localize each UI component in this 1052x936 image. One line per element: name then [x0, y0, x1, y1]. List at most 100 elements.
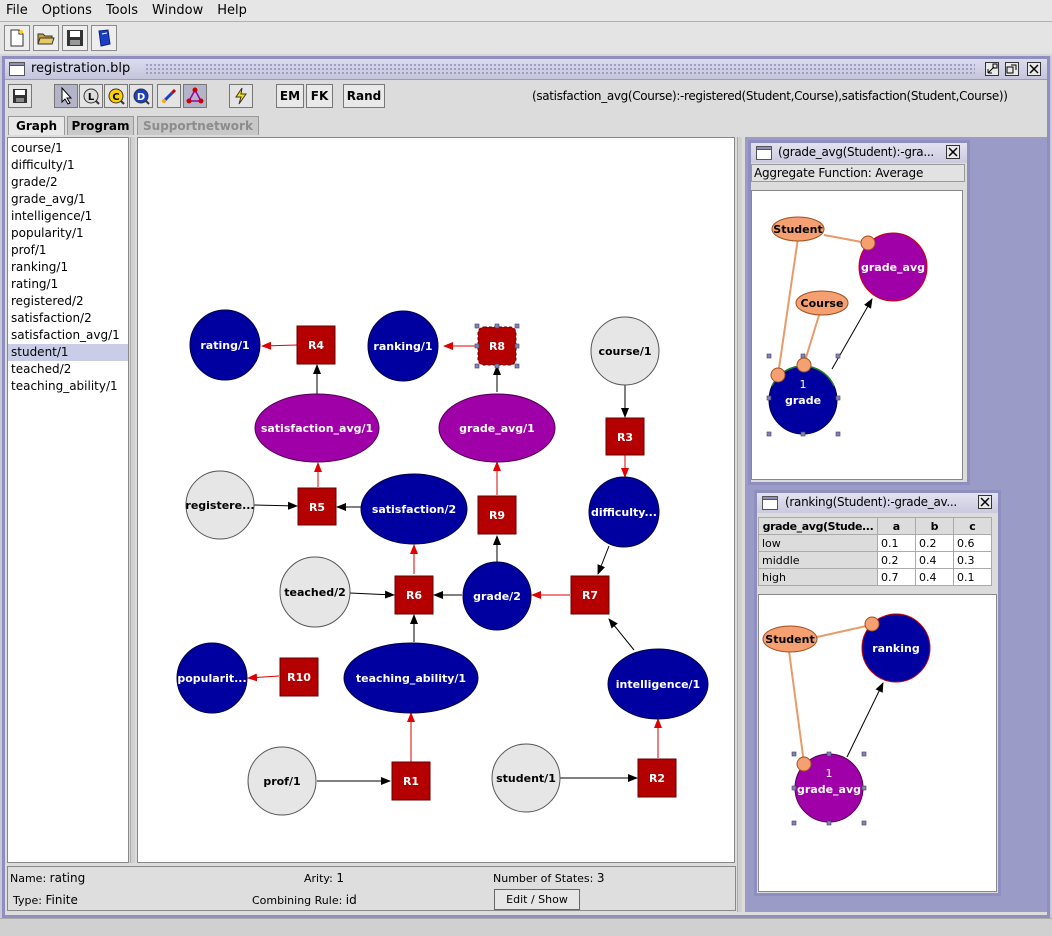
frame-title-bar[interactable]: registration.blp: [5, 59, 1047, 80]
node-student-var[interactable]: Student: [762, 625, 818, 653]
selection-handles[interactable]: [791, 751, 867, 826]
port-handle[interactable]: [796, 756, 812, 772]
node-r8-selected[interactable]: R8: [474, 323, 520, 369]
menu-options[interactable]: Options: [41, 3, 92, 18]
node-r4[interactable]: R4: [296, 325, 336, 365]
table-cell[interactable]: 0.1: [877, 534, 916, 552]
port-handle[interactable]: [770, 367, 786, 383]
tab-graph[interactable]: Graph: [8, 116, 65, 135]
node-r7[interactable]: R7: [570, 575, 610, 615]
list-item[interactable]: grade/2: [11, 175, 58, 189]
table-cell[interactable]: 0.2: [915, 534, 954, 552]
aggregate-window-title-bar[interactable]: (grade_avg(Student):-gra...: [751, 143, 967, 163]
menu-help[interactable]: Help: [217, 3, 247, 18]
tab-supportnetwork[interactable]: Supportnetwork: [137, 116, 259, 135]
node-intelligence[interactable]: intelligence/1: [607, 648, 709, 720]
column-header[interactable]: c: [953, 517, 992, 535]
node-r2[interactable]: R2: [637, 758, 677, 798]
column-header[interactable]: b: [915, 517, 954, 535]
open-file-button[interactable]: [33, 25, 59, 51]
list-item[interactable]: ranking/1: [11, 260, 69, 274]
minimize-button[interactable]: [985, 62, 999, 76]
node-course[interactable]: course/1: [590, 316, 660, 386]
node-r3[interactable]: R3: [605, 417, 645, 456]
port-handle[interactable]: [864, 616, 880, 632]
split-divider[interactable]: [130, 137, 135, 863]
node-course-var[interactable]: Course: [795, 290, 849, 316]
port-handle[interactable]: [860, 235, 876, 251]
list-item[interactable]: grade_avg/1: [11, 192, 86, 206]
save-graph-button[interactable]: [8, 84, 32, 108]
tab-program[interactable]: Program: [67, 116, 134, 135]
edit-show-button[interactable]: Edit / Show: [494, 889, 580, 910]
table-cell[interactable]: 0.2: [877, 551, 916, 569]
right-split-divider[interactable]: [737, 137, 742, 912]
book-button[interactable]: [91, 25, 117, 51]
selection-handles[interactable]: [474, 323, 520, 369]
select-tool-button[interactable]: [54, 84, 78, 108]
node-grade-avg[interactable]: grade_avg/1: [438, 393, 556, 463]
list-item-selected[interactable]: student/1: [8, 344, 128, 361]
list-item[interactable]: registered/2: [11, 294, 84, 308]
new-file-button[interactable]: [4, 25, 30, 51]
table-cell[interactable]: 0.3: [953, 551, 992, 569]
list-item[interactable]: difficulty/1: [11, 158, 75, 172]
graph-canvas[interactable]: rating/1 R4 ranking/1 R8 course/1 satisf…: [137, 137, 735, 863]
node-r1[interactable]: R1: [391, 761, 431, 801]
close-button[interactable]: [1027, 62, 1041, 76]
node-r9[interactable]: R9: [477, 495, 517, 535]
node-student[interactable]: student/1: [491, 743, 561, 813]
table-cell[interactable]: 0.4: [915, 551, 954, 569]
logical-node-tool-button[interactable]: L: [79, 84, 103, 108]
node-popularity[interactable]: popularit...: [176, 642, 248, 714]
node-teaching-ability[interactable]: teaching_ability/1: [343, 642, 479, 714]
list-item[interactable]: rating/1: [11, 277, 59, 291]
close-button[interactable]: [946, 145, 960, 159]
maximize-button[interactable]: [1005, 62, 1019, 76]
em-button[interactable]: EM: [276, 84, 304, 108]
table-cell[interactable]: 0.6: [953, 534, 992, 552]
list-item[interactable]: satisfaction_avg/1: [11, 328, 120, 342]
port-handle[interactable]: [796, 357, 812, 373]
cpt-window-title-bar[interactable]: (ranking(Student):-grade_av...: [757, 493, 998, 513]
layout-tool-button[interactable]: [183, 84, 207, 108]
close-button[interactable]: [978, 495, 992, 509]
data-node-tool-button[interactable]: D: [129, 84, 153, 108]
menu-file[interactable]: File: [6, 3, 28, 18]
node-satisfaction-avg[interactable]: satisfaction_avg/1: [254, 393, 380, 463]
column-header[interactable]: a: [877, 517, 916, 535]
node-student-var[interactable]: Student: [771, 216, 825, 242]
list-item[interactable]: teaching_ability/1: [11, 379, 118, 393]
node-prof[interactable]: prof/1: [247, 746, 317, 816]
node-r6[interactable]: R6: [394, 575, 434, 615]
node-grade[interactable]: grade/2: [462, 561, 532, 631]
save-file-button[interactable]: [62, 25, 88, 51]
rand-button[interactable]: Rand: [343, 84, 385, 108]
node-satisfaction[interactable]: satisfaction/2: [360, 473, 468, 545]
node-rating[interactable]: rating/1: [189, 309, 261, 381]
list-item[interactable]: satisfaction/2: [11, 311, 92, 325]
list-item[interactable]: popularity/1: [11, 226, 84, 240]
node-r10[interactable]: R10: [279, 657, 319, 697]
list-item[interactable]: prof/1: [11, 243, 47, 257]
menu-tools[interactable]: Tools: [105, 3, 138, 18]
node-r5[interactable]: R5: [297, 487, 337, 526]
node-ranking[interactable]: ranking/1: [367, 310, 439, 382]
table-cell[interactable]: 0.1: [953, 568, 992, 586]
menu-window[interactable]: Window: [151, 3, 204, 18]
constraint-node-tool-button[interactable]: C: [104, 84, 128, 108]
fk-button[interactable]: FK: [306, 84, 333, 108]
node-difficulty[interactable]: difficulty...: [588, 476, 660, 548]
node-teached[interactable]: teached/2: [279, 556, 351, 628]
table-cell[interactable]: 0.4: [915, 568, 954, 586]
run-button[interactable]: [229, 84, 253, 108]
node-ranking[interactable]: ranking: [861, 613, 931, 683]
column-header[interactable]: grade_avg(Stude...: [758, 517, 878, 535]
edge-tool-button[interactable]: [157, 84, 181, 108]
node-grade-avg[interactable]: grade_avg: [858, 232, 928, 302]
list-item[interactable]: course/1: [11, 141, 63, 155]
node-registered[interactable]: registere...: [185, 470, 255, 540]
